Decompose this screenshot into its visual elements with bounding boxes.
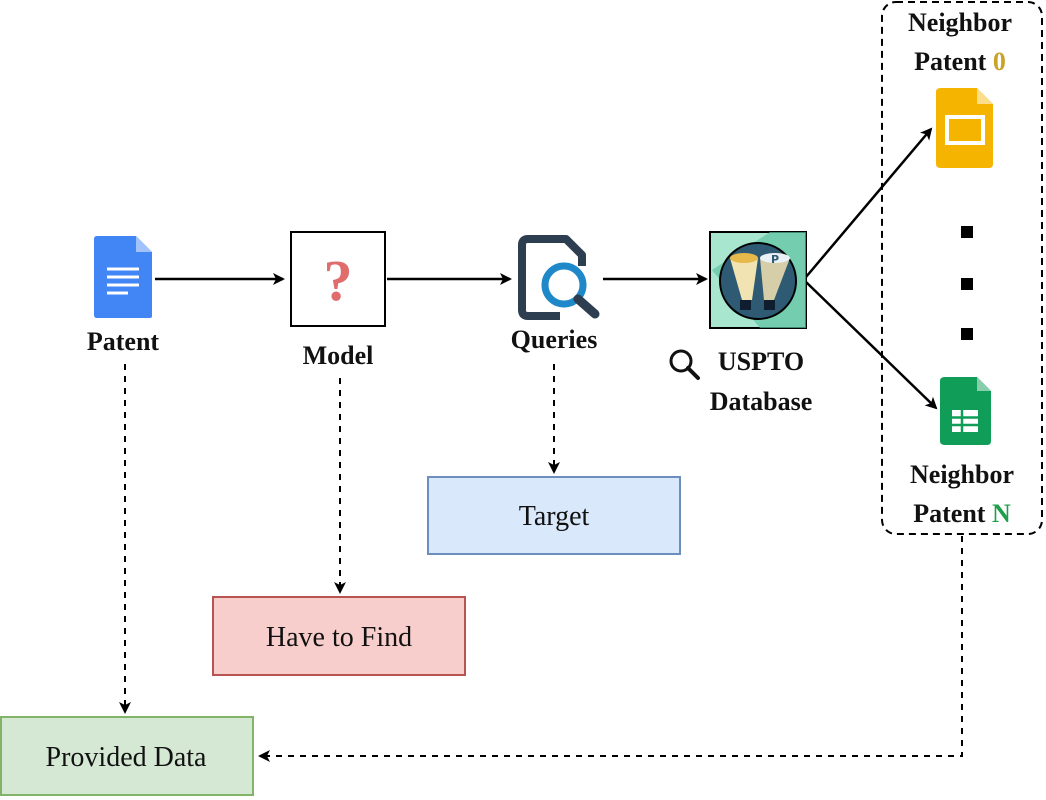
dashed-edges [119,364,963,762]
document-search-icon [518,235,600,320]
edge-database-neighbor-first [805,127,933,278]
magnifier-icon [669,349,700,380]
neighbor-last-patent-word: Patent [913,499,986,528]
model-label: Model [303,341,374,370]
edge-neighbors-provided [258,536,963,762]
database-label-line1: USPTO [718,347,804,376]
target-label: Target [519,501,590,532]
google-sheets-icon [940,377,991,445]
have-to-find-label: Have to Find [266,622,412,653]
patent-label: Patent [87,327,160,356]
provided-data-label: Provided Data [46,742,208,773]
model-question-mark: ? [324,248,353,313]
neighbor-first-line1: Neighbor [908,8,1012,37]
neighbor-group-border [881,1,1043,535]
provided-data-box [0,716,254,796]
google-slides-icon [936,88,993,168]
neighbor-last-line2: Patent N [913,499,1011,528]
neighbor-first-index: 0 [993,47,1006,76]
neighbor-first-line2: Patent 0 [914,47,1006,76]
solid-edges [155,127,938,410]
svg-text:P: P [771,253,779,266]
neighbor-last-index: N [992,499,1011,528]
queries-label: Queries [511,325,598,354]
neighbor-last-line1: Neighbor [910,460,1014,489]
target-box [427,476,681,555]
have-to-find-box [212,596,466,676]
ellipsis-dot [961,328,973,340]
database-label-line2: Database [710,387,813,416]
model-box [290,231,386,327]
neighbor-first-patent-word: Patent [914,47,987,76]
edge-database-neighbor-last [805,281,938,410]
ellipsis-dot [961,226,973,238]
uspto-database-icon: P [709,231,807,329]
google-docs-icon [94,236,152,318]
ellipsis-dot [961,278,973,290]
